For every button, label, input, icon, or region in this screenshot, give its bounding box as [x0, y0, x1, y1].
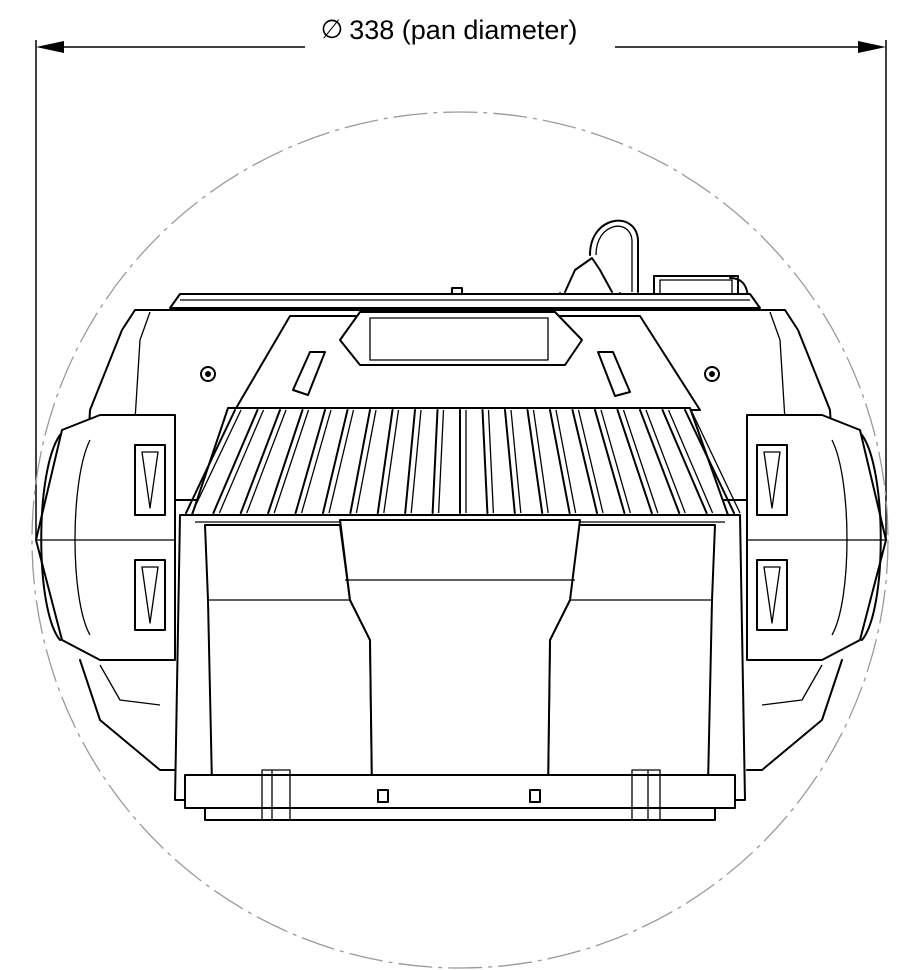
heatsink-fin [616, 409, 653, 514]
heatsink-fin [376, 409, 394, 514]
pan-circle [31, 111, 889, 969]
heatsink-fin-edge [667, 409, 714, 514]
heatsink-fin-edge [300, 409, 332, 514]
heatsink-fin-edge [218, 409, 265, 514]
left-arm [35, 414, 176, 771]
arrow-left [36, 41, 64, 53]
heatsink-fin-edge [355, 409, 377, 514]
arrow-right [858, 41, 886, 53]
heatsink-fin [185, 409, 236, 514]
heatsink-fin [504, 409, 516, 514]
lower-body [174, 514, 746, 801]
center-panel [234, 311, 701, 411]
heatsink-fin-edge [191, 409, 242, 514]
heatsink-fin-edge [328, 409, 355, 514]
heatsink-fin-edge [383, 409, 400, 514]
handle-left [292, 351, 326, 396]
handle-right [597, 351, 631, 397]
heatsink-fin [294, 409, 326, 514]
heatsink-fin [212, 409, 259, 514]
dimension-line [35, 40, 887, 540]
top-rail [169, 293, 761, 309]
heatsink-fin [349, 409, 371, 514]
heatsink-fin-edge [600, 409, 632, 514]
heatsink-fin [571, 409, 598, 514]
heatsink-fin [481, 409, 489, 514]
heatsink-fin [267, 409, 304, 514]
screw-left [200, 366, 216, 382]
heatsink [185, 407, 741, 516]
heatsink-fin-edge [437, 409, 445, 514]
right-arm [746, 414, 887, 771]
heatsink-fin-edge [645, 409, 686, 514]
heatsink-fin [549, 409, 571, 514]
heatsink-fin [239, 409, 281, 514]
heatsink-fin [404, 409, 416, 514]
screw-right [704, 366, 720, 382]
heatsink-fin-edge [487, 409, 495, 514]
heatsink-fin [684, 409, 735, 514]
heatsink-fin-edge [690, 409, 741, 514]
heatsink-fin [594, 409, 626, 514]
heatsink-fin-edge [410, 409, 422, 514]
heatsink-fin-edge [273, 409, 310, 514]
heatsink-fin-edge [510, 409, 522, 514]
heatsink-fin [661, 409, 708, 514]
heatsink-fin-edge [622, 409, 659, 514]
heatsink-fin [431, 409, 439, 514]
heatsink-fin-edge [246, 409, 287, 514]
heatsink-fin-edge [577, 409, 604, 514]
base [184, 769, 736, 821]
heatsink-fin-edge [532, 409, 549, 514]
cable-loop [559, 219, 639, 301]
heatsink-fin [639, 409, 681, 514]
heatsink-fin [526, 409, 544, 514]
heatsink-fin-edge [555, 409, 577, 514]
heatsink-fin [322, 409, 349, 514]
